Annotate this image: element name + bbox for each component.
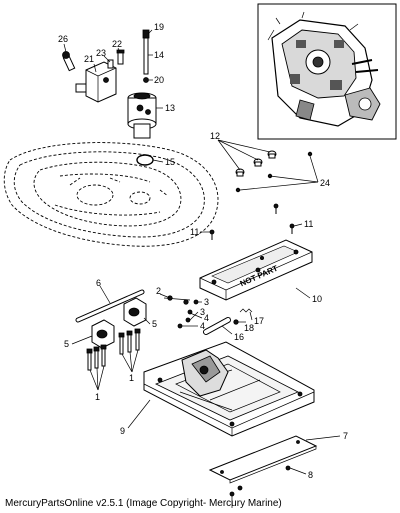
callout-26: 26 — [58, 34, 68, 44]
callout-23: 23 — [96, 48, 106, 58]
part-18-bolt — [233, 319, 239, 325]
part-22-fitting — [116, 49, 125, 65]
callout-24: 24 — [320, 178, 330, 188]
callout-10: 10 — [312, 294, 322, 304]
part-17-spring — [239, 308, 253, 313]
callout-17: 17 — [254, 316, 264, 326]
callout-13: 13 — [165, 103, 175, 113]
copyright-footer: MercuryPartsOnline v2.5.1 (Image Copyrig… — [5, 498, 282, 509]
callout-12: 12 — [210, 131, 220, 141]
callout-4-top: 4 — [204, 313, 209, 323]
part-11-bolts — [209, 203, 295, 240]
callout-20: 20 — [154, 75, 164, 85]
callout-1-right: 1 — [129, 373, 134, 383]
part-9-base-plate — [143, 341, 315, 437]
callout-19: 19 — [154, 22, 164, 32]
transmission-illustration — [267, 11, 381, 127]
part-23-fitting — [107, 59, 114, 69]
callout-1-left: 1 — [95, 392, 100, 402]
part-26-bolt — [62, 51, 76, 72]
callout-15: 15 — [165, 157, 175, 167]
callout-14: 14 — [154, 50, 164, 60]
callout-11-left: 11 — [190, 227, 199, 237]
part-20-clip — [143, 77, 149, 83]
callout-18: 18 — [244, 323, 254, 333]
callout-21: 21 — [84, 54, 94, 64]
inset-transmission-view — [257, 3, 397, 140]
part-6-rod — [75, 289, 145, 323]
part-8-screws — [229, 465, 291, 497]
part-15-o-ring — [136, 154, 154, 166]
callout-3-bottom: 3 — [200, 307, 205, 317]
callout-4-bottom: 4 — [200, 321, 205, 331]
part-10-cover-plate: NOT PART — [199, 239, 313, 301]
callout-22: 22 — [112, 39, 122, 49]
part-19-sensor — [142, 29, 150, 75]
leader-lines — [63, 29, 341, 508]
housing-dashed-outline — [3, 142, 219, 247]
callout-5-right: 5 — [152, 319, 157, 329]
callout-7: 7 — [343, 431, 348, 441]
part-1-studs — [86, 328, 141, 371]
part-3-4-fasteners — [177, 299, 199, 329]
part-5-clamp-left — [91, 319, 115, 349]
part-21-valve-block — [75, 61, 117, 103]
callout-16: 16 — [234, 332, 244, 342]
callout-2: 2 — [156, 286, 161, 296]
callout-8: 8 — [308, 470, 313, 480]
callout-3-top: 3 — [204, 297, 209, 307]
callout-9: 9 — [120, 426, 125, 436]
callout-5-left: 5 — [64, 339, 69, 349]
part-5-clamp-right — [123, 297, 147, 327]
callout-11-right: 11 — [304, 219, 313, 229]
part-7-plate — [208, 435, 318, 484]
callout-labels: 26 21 23 22 19 14 20 13 15 12 24 11 11 1… — [58, 22, 348, 480]
part-16-pin — [203, 317, 231, 335]
callout-6: 6 — [96, 278, 101, 288]
part-13-actuator — [127, 92, 157, 139]
part-12-plugs — [235, 150, 277, 177]
